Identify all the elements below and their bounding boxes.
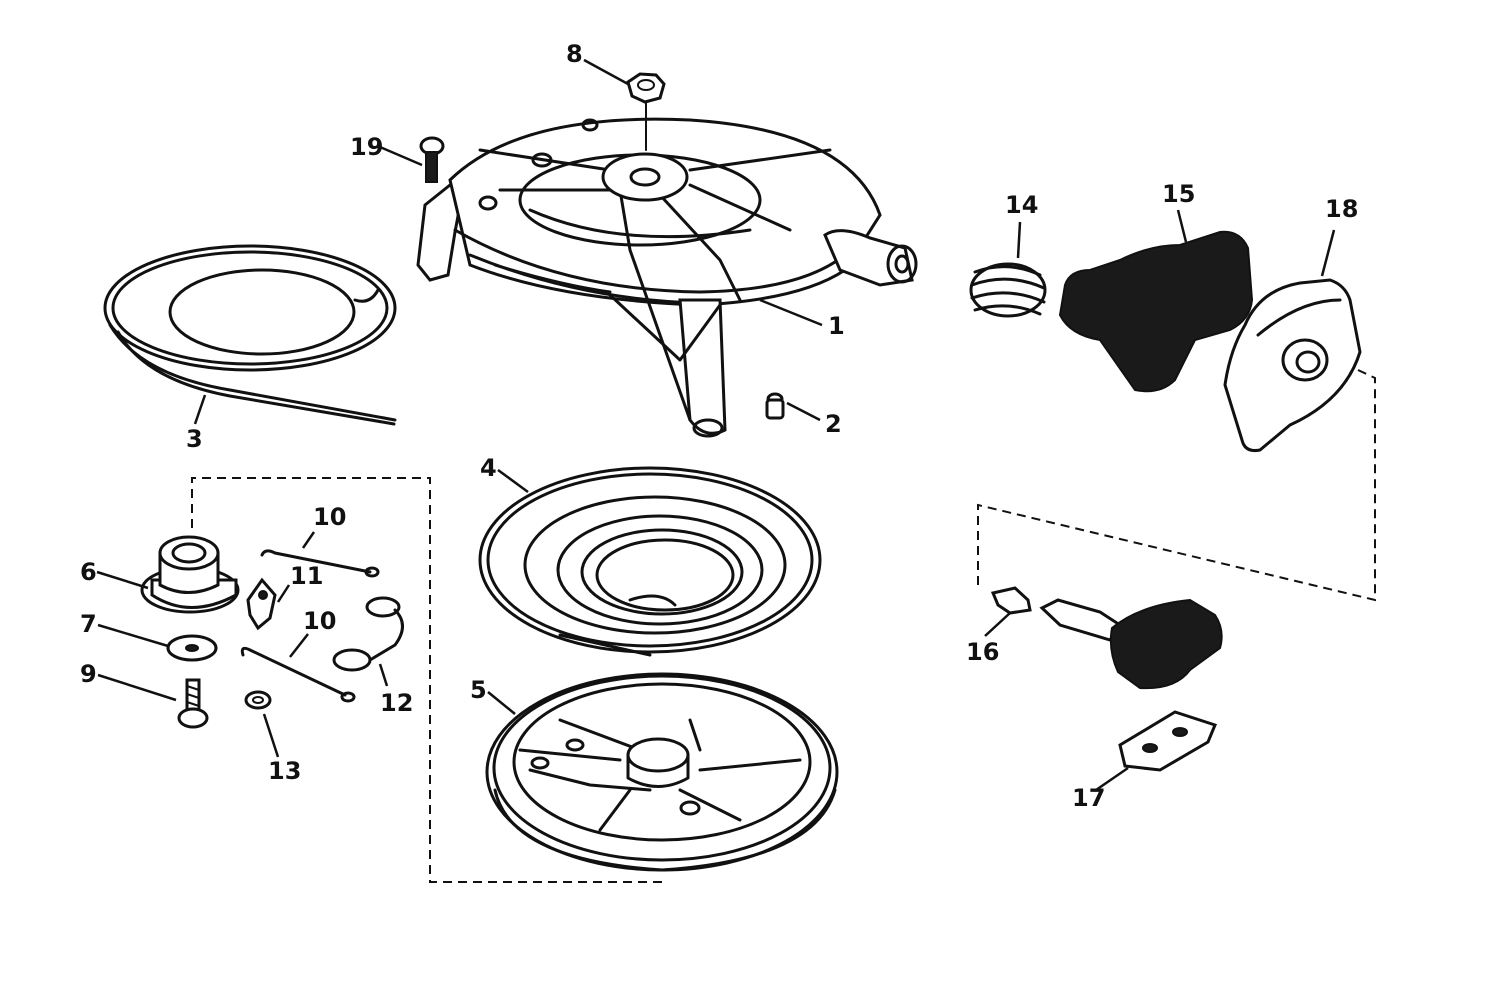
part-9-screw <box>177 678 209 729</box>
part-7-washer <box>166 634 218 662</box>
label-part-5: 5 <box>470 676 487 704</box>
label-part-14: 14 <box>1005 191 1038 219</box>
label-part-6: 6 <box>80 558 97 586</box>
label-part-15: 15 <box>1162 180 1195 208</box>
label-part-13: 13 <box>268 757 301 785</box>
part-3-rope <box>103 244 397 426</box>
part-17-anchor-plate <box>1118 710 1218 772</box>
part-18-handle-plate <box>1223 278 1362 452</box>
label-part-11: 11 <box>290 562 323 590</box>
label-part-17: 17 <box>1072 784 1105 812</box>
assembly-guide-lines <box>191 369 1376 883</box>
leader-lines <box>96 58 1336 792</box>
part-13-retaining-ring <box>244 690 272 710</box>
label-part-8: 8 <box>566 40 583 68</box>
label-part-2: 2 <box>825 410 842 438</box>
label-part-3: 3 <box>186 425 203 453</box>
label-part-4: 4 <box>480 454 497 482</box>
label-part-7: 7 <box>80 610 97 638</box>
label-part-18: 18 <box>1325 195 1358 223</box>
part-8-nut <box>626 72 666 151</box>
label-part-19: 19 <box>350 133 383 161</box>
label-part-12: 12 <box>380 689 413 717</box>
part-14-coil-spring <box>969 262 1047 318</box>
part-11-pawl <box>246 577 277 631</box>
part-10-link-upper <box>260 549 380 578</box>
label-part-10-upper: 10 <box>313 503 346 531</box>
label-part-1: 1 <box>828 312 845 340</box>
part-1-starter-housing <box>416 117 918 438</box>
label-part-16: 16 <box>966 638 999 666</box>
part-15-rope-guide <box>1058 230 1254 393</box>
part-2-bolt <box>765 392 785 420</box>
part-10-link-lower <box>240 646 356 703</box>
part-16-starter-handle <box>990 586 1223 690</box>
part-6-bushing <box>140 535 240 614</box>
part-12-spring <box>332 596 404 672</box>
label-part-9: 9 <box>80 660 97 688</box>
part-4-rewind-spring <box>478 466 822 657</box>
label-part-10-lower: 10 <box>303 607 336 635</box>
part-number-labels: 8 19 1 2 3 4 5 6 7 9 10 11 10 12 13 14 1… <box>80 40 1358 812</box>
part-19-screw <box>419 136 445 183</box>
part-5-pulley <box>485 672 839 872</box>
